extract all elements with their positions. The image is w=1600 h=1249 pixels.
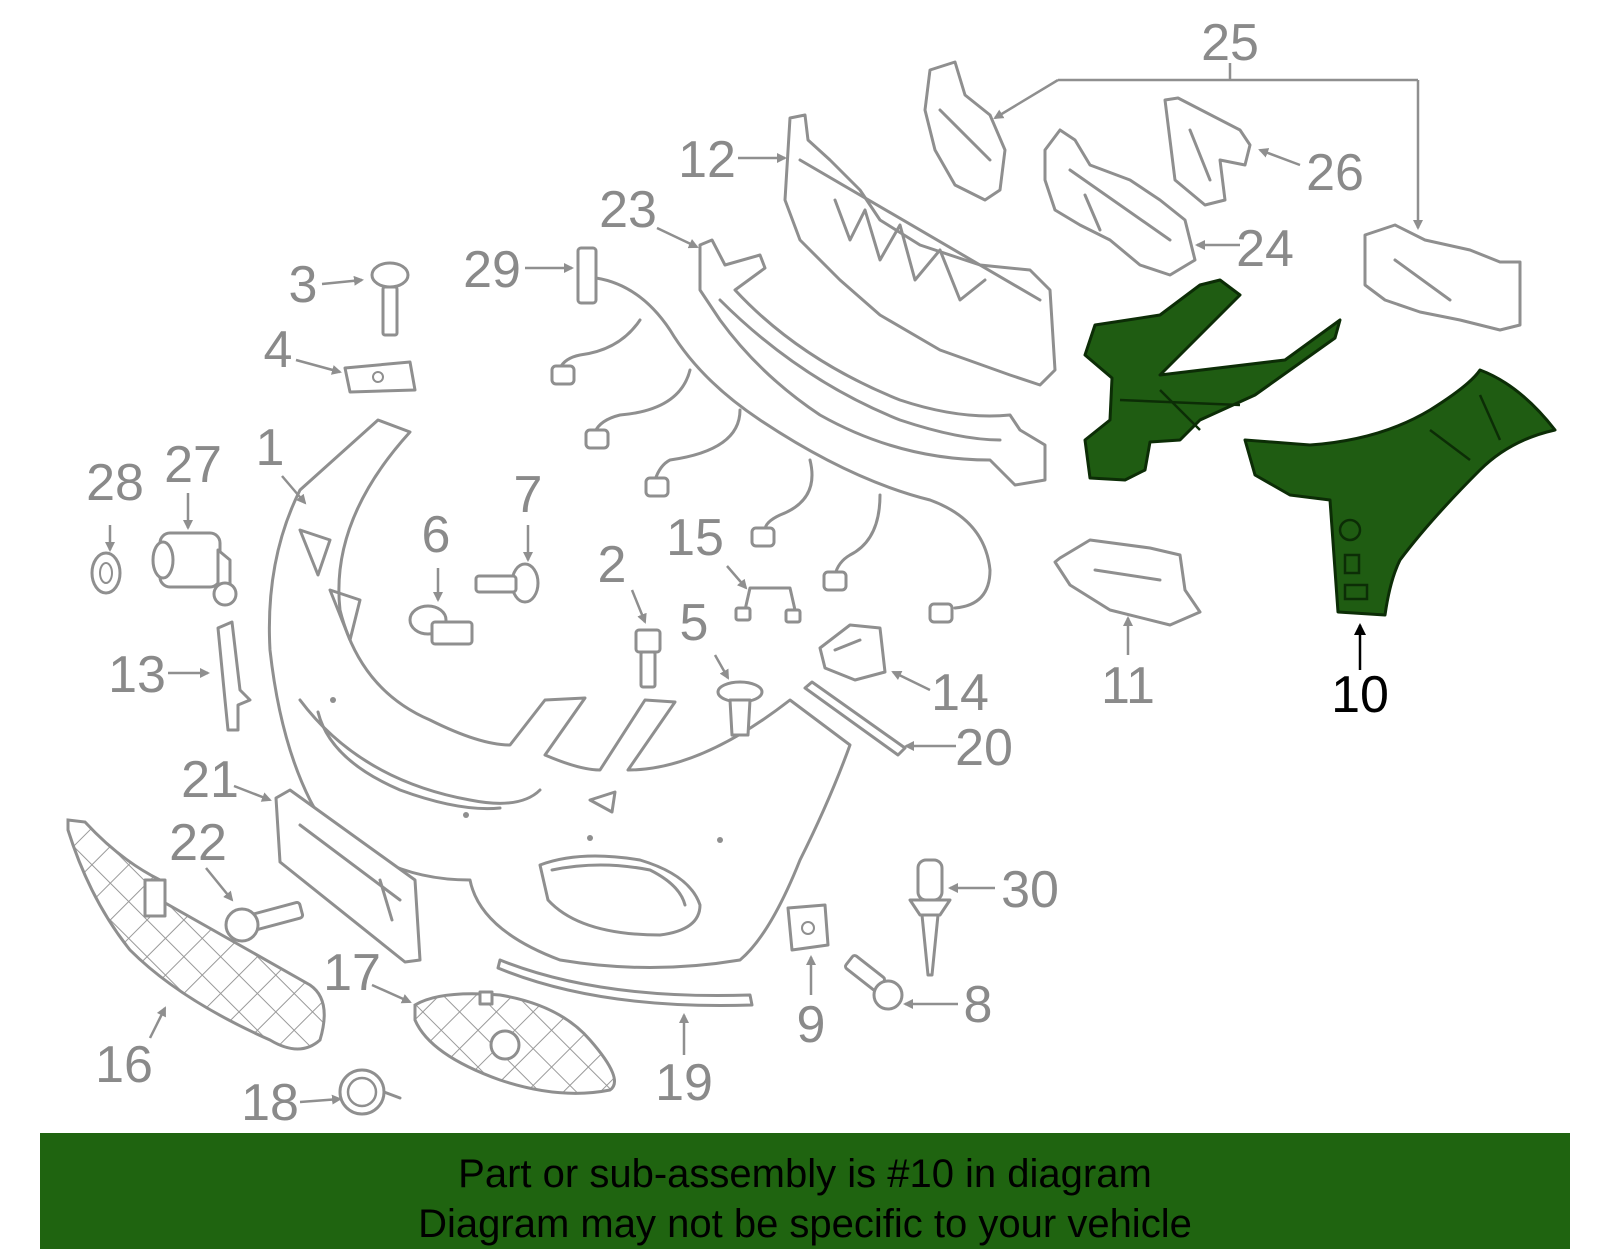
- callout-8: 8: [964, 976, 993, 1034]
- ring-part-28: [90, 551, 122, 595]
- bolt-part-8: [844, 954, 904, 1011]
- clip-part-4: [343, 360, 417, 394]
- callout-21: 21: [181, 751, 239, 809]
- callout-7: 7: [514, 466, 543, 524]
- push-rivet-part-5: [716, 680, 764, 737]
- banner-line-2: Diagram may not be specific to your vehi…: [418, 1202, 1192, 1246]
- absorber-part-24: [1043, 128, 1197, 277]
- bracket-part-25-right: [1363, 223, 1522, 332]
- absorber-part-12: [783, 113, 1057, 387]
- callout-26: 26: [1306, 144, 1364, 202]
- sensor-part-30: [908, 858, 952, 977]
- callout-20: 20: [955, 719, 1013, 777]
- bolt-part-3: [370, 261, 410, 337]
- callout-5: 5: [680, 594, 709, 652]
- ring-part-18: [338, 1068, 402, 1116]
- callout-30: 30: [1001, 861, 1059, 919]
- bracket-part-25-left: [923, 60, 1007, 202]
- banner-line-1: Part or sub-assembly is #10 in diagram: [458, 1152, 1152, 1196]
- callout-22: 22: [169, 814, 227, 872]
- callout-24: 24: [1236, 220, 1294, 278]
- sensor-part-27: [151, 531, 238, 607]
- bracket-part-13: [216, 620, 252, 732]
- callout-29: 29: [463, 241, 521, 299]
- callout-16: 16: [95, 1036, 153, 1094]
- callout-15: 15: [666, 509, 724, 567]
- bolt-part-7: [474, 562, 540, 604]
- cover-part-14: [818, 623, 887, 682]
- lower-grille-part-16: [66, 818, 326, 1051]
- trim-strip-part-19: [496, 958, 754, 1008]
- leader-lines: [105, 63, 1423, 1105]
- bolt-part-2: [634, 628, 662, 689]
- callout-1: 1: [256, 419, 285, 477]
- callout-28: 28: [86, 454, 144, 512]
- callout-27: 27: [164, 436, 222, 494]
- callout-12: 12: [678, 131, 736, 189]
- callout-4: 4: [264, 321, 293, 379]
- fog-grille-part-17: [413, 990, 616, 1095]
- callout-2: 2: [598, 536, 627, 594]
- callout-9: 9: [797, 996, 826, 1054]
- sensor-holder-part-6: [408, 604, 474, 646]
- callout-10: 10: [1331, 666, 1389, 724]
- bolt-part-22: [224, 900, 305, 943]
- wiring-harness-part-29: [550, 246, 992, 624]
- bracket-part-11: [1053, 538, 1202, 627]
- nut-clip-part-9: [786, 903, 830, 952]
- callout-numbers: 1 2 3 4 5 6 7 8 9 10 11 12 13 14 15 16 1…: [86, 14, 1389, 1132]
- callout-11: 11: [1101, 657, 1155, 715]
- callout-13: 13: [108, 646, 166, 704]
- callout-25: 25: [1201, 14, 1259, 72]
- callout-23: 23: [599, 181, 657, 239]
- callout-19: 19: [655, 1054, 713, 1112]
- callout-6: 6: [422, 506, 451, 564]
- info-banner: Part or sub-assembly is #10 in diagram D…: [40, 1133, 1570, 1249]
- reinforcement-part-23: [698, 238, 1047, 487]
- sensor-bracket-part-15: [734, 586, 802, 624]
- callout-17: 17: [323, 944, 381, 1002]
- callout-3: 3: [289, 256, 318, 314]
- callout-14: 14: [931, 664, 989, 722]
- bumper-cover-part-1: [267, 418, 852, 969]
- bracket-part-10-highlighted: [1083, 278, 1557, 617]
- license-bracket-part-21: [274, 788, 422, 964]
- callout-18: 18: [241, 1074, 299, 1132]
- bracket-part-26: [1163, 96, 1252, 207]
